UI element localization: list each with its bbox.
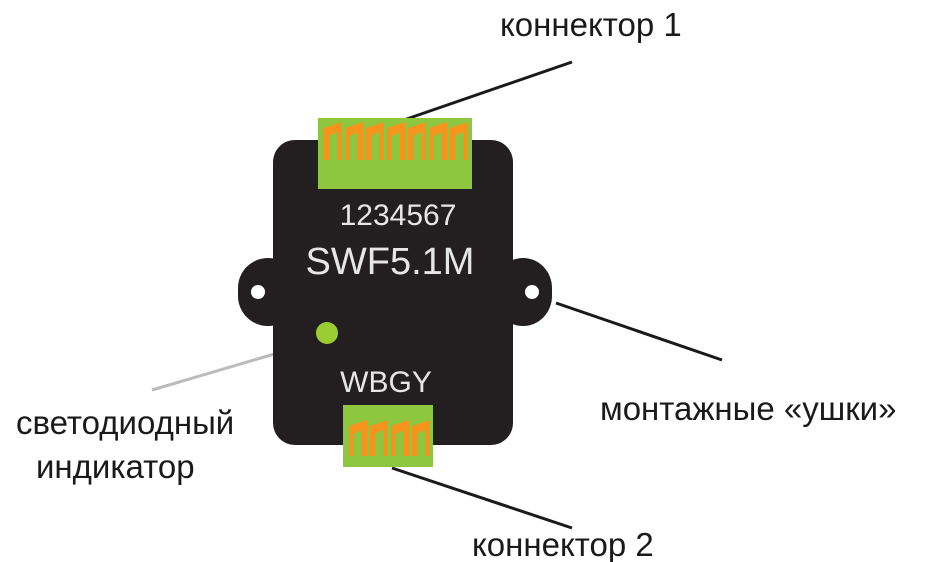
led-label-line2: индикатор — [36, 448, 195, 485]
connector-2-pin-2 — [370, 420, 388, 456]
connector-1-pins — [324, 122, 468, 160]
connector2-label: коннектор 2 — [472, 526, 654, 562]
ears-leader — [555, 301, 723, 362]
connector-2-pin-4 — [412, 420, 430, 456]
pin-letters: WBGY — [340, 366, 432, 399]
connector1-leader — [397, 60, 573, 124]
device-body — [273, 140, 513, 445]
connector-1-pin-4 — [387, 122, 405, 160]
connector-1 — [318, 118, 472, 189]
led-label-line1: светодиодный — [16, 404, 234, 441]
connector-2-pin-1 — [349, 420, 367, 456]
connector-2-pin-3 — [391, 420, 409, 456]
connector-1-pin-5 — [408, 122, 426, 160]
connector-1-pin-6 — [429, 122, 447, 160]
connector-1-pin-2 — [345, 122, 363, 160]
ears-label: монтажные «ушки» — [600, 390, 896, 427]
connector-1-pin-1 — [324, 122, 342, 160]
connector-1-pin-3 — [366, 122, 384, 160]
connector1-label: коннектор 1 — [500, 6, 682, 43]
led-indicator — [316, 322, 338, 344]
pin-numbers: 1234567 — [340, 199, 457, 232]
connector-1-pin-7 — [450, 122, 468, 160]
connector-2-pins — [349, 420, 430, 456]
model-label: SWF5.1M — [306, 241, 475, 283]
connector2-leader — [391, 466, 573, 530]
connector-2 — [343, 405, 433, 467]
